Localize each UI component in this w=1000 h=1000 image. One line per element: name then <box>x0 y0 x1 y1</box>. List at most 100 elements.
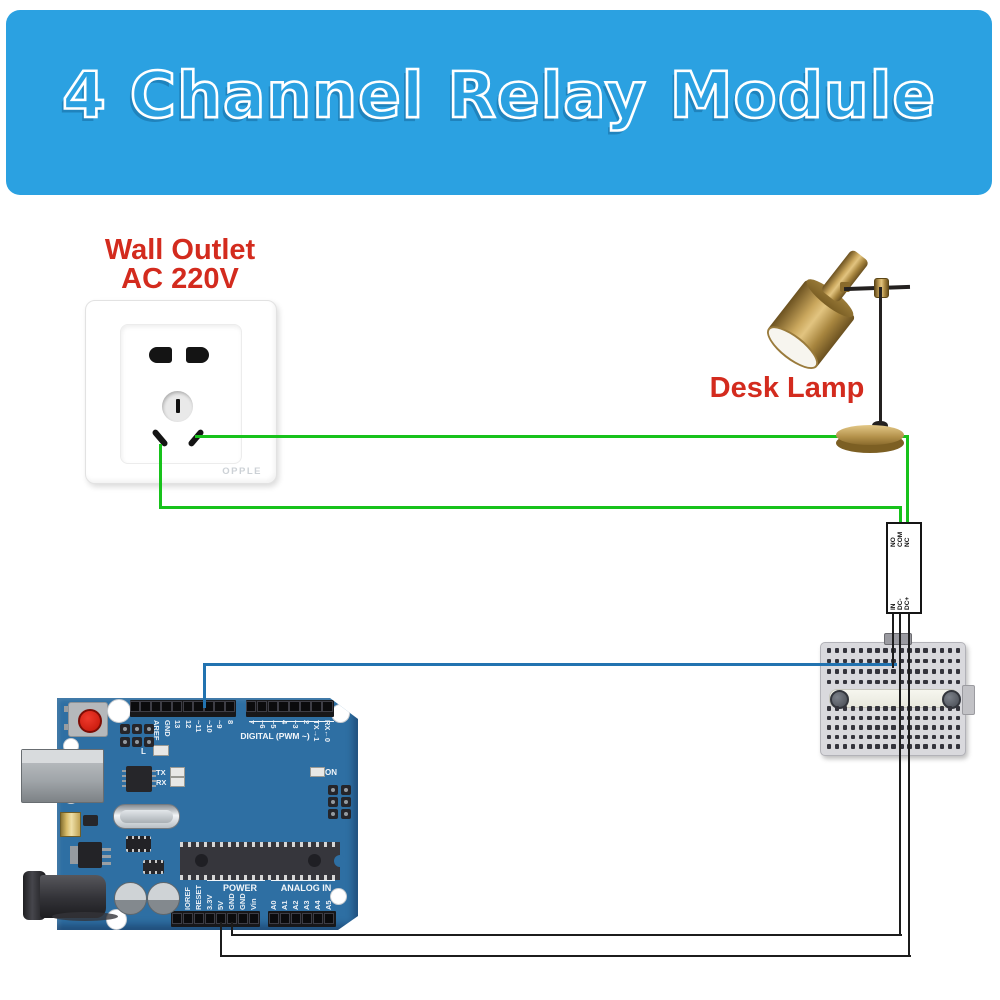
led-l-label: L <box>141 747 146 756</box>
analog-pin-label: A3 <box>302 900 311 910</box>
breadboard-hole <box>947 734 953 739</box>
breadboard-hole <box>858 648 864 653</box>
breadboard-hole <box>834 658 840 663</box>
breadboard-hole <box>826 669 832 674</box>
digital-header-right <box>246 700 334 717</box>
breadboard-hole <box>826 679 832 684</box>
power-pin-label: 3.3V <box>205 894 214 910</box>
power-pin-label: GND <box>227 893 236 910</box>
wire-ac-neutral-to-relay-com <box>899 506 902 525</box>
arduino-board: DIGITAL (PWM ~) L TX RX ON <box>57 698 358 930</box>
breadboard-hole <box>947 669 953 674</box>
lamp-arm <box>820 248 870 304</box>
breadboard-wire-connector <box>884 633 912 645</box>
digital-pin <box>289 701 300 712</box>
breadboard-hole <box>923 715 928 720</box>
breadboard-hole <box>939 669 945 674</box>
small-ic <box>126 836 151 852</box>
wire-signal-horizontal <box>203 663 897 666</box>
breadboard-hole <box>867 744 872 749</box>
digital-pin-label: ~5 <box>268 720 278 729</box>
breadboard-hole <box>826 744 832 749</box>
led-l <box>153 745 169 756</box>
digital-pin-label: 13 <box>173 720 183 729</box>
digital-pin <box>245 701 257 712</box>
breadboard-hole <box>875 648 880 653</box>
breadboard-hole <box>826 706 832 711</box>
digital-pin-label: AREF <box>152 720 162 741</box>
breadboard-hole <box>867 715 872 720</box>
breadboard-hole <box>915 648 920 653</box>
breadboard-hole <box>891 725 896 730</box>
power-jack <box>40 875 106 918</box>
led-on-label: ON <box>325 768 337 777</box>
capacitor <box>114 882 147 915</box>
wire-ac-neutral-horizontal <box>159 506 902 509</box>
breadboard-hole <box>899 706 904 711</box>
socket-earth-slot <box>175 399 180 413</box>
breadboard-hole <box>826 725 832 730</box>
breadboard-hole <box>867 725 872 730</box>
usb-serial-chip <box>126 766 152 792</box>
analog-pin <box>312 913 324 924</box>
breadboard-hole <box>858 725 864 730</box>
breadboard-hole <box>826 658 832 663</box>
digital-pin-label: 8 <box>225 720 235 725</box>
power-pin <box>248 913 260 924</box>
breadboard-hole <box>899 679 904 684</box>
digital-pin-label: 12 <box>183 720 193 729</box>
breadboard-hole <box>931 734 937 739</box>
breadboard-hole <box>915 669 920 674</box>
mcu-notch <box>334 855 346 867</box>
led-on <box>310 767 325 777</box>
breadboard-hole <box>947 679 953 684</box>
regulator-leg <box>102 855 111 858</box>
breadboard-hole <box>883 706 888 711</box>
breadboard-hole <box>875 658 880 663</box>
breadboard-hole <box>826 648 832 653</box>
breadboard-hole <box>883 734 888 739</box>
analog-pin <box>323 913 335 924</box>
led-rx <box>170 777 185 787</box>
power-pin <box>171 913 183 924</box>
analog-pin <box>279 913 291 924</box>
icsp-header-pin <box>341 797 351 807</box>
breadboard-hole <box>923 734 928 739</box>
icsp-header-pin <box>120 724 130 734</box>
wire-gnd-to-relay-dcminus <box>898 614 902 936</box>
chip-legs <box>122 770 126 790</box>
voltage-regulator <box>78 842 102 868</box>
breadboard-hole <box>915 744 920 749</box>
title-banner: 4 Channel Relay Module <box>6 10 992 195</box>
breadboard-hole <box>923 648 928 653</box>
breadboard-hole <box>899 658 904 663</box>
led-rx-label: RX <box>156 778 167 787</box>
breadboard-hole <box>842 706 848 711</box>
mcu-pins <box>180 875 340 880</box>
breadboard-hole <box>947 715 953 720</box>
silkscreen-line <box>207 880 265 882</box>
breadboard-hole <box>850 725 856 730</box>
tiny-ic <box>143 860 164 874</box>
power-pin-label: Vin <box>249 898 258 910</box>
wire-ac-neutral-down <box>159 444 162 509</box>
breadboard-hole <box>850 648 856 653</box>
socket-slot-top-left <box>149 347 172 363</box>
mcu-chip <box>180 842 346 880</box>
digital-pin <box>311 701 322 712</box>
led-tx <box>170 767 185 777</box>
regulator-leg <box>102 862 111 865</box>
digital-pin <box>278 701 289 712</box>
breadboard-hole <box>915 706 920 711</box>
breadboard-hole <box>883 744 888 749</box>
wall-outlet-label-line1: Wall Outlet <box>104 234 256 266</box>
breadboard-hole <box>899 725 904 730</box>
breadboard-hole <box>915 715 920 720</box>
analog-pin <box>290 913 302 924</box>
wire-5v-drop <box>219 922 223 957</box>
breadboard-hole <box>915 734 920 739</box>
power-header <box>171 911 260 927</box>
power-pin-label: 5V <box>216 900 225 910</box>
breadboard-hole <box>955 669 961 674</box>
breadboard-hole <box>923 679 928 684</box>
